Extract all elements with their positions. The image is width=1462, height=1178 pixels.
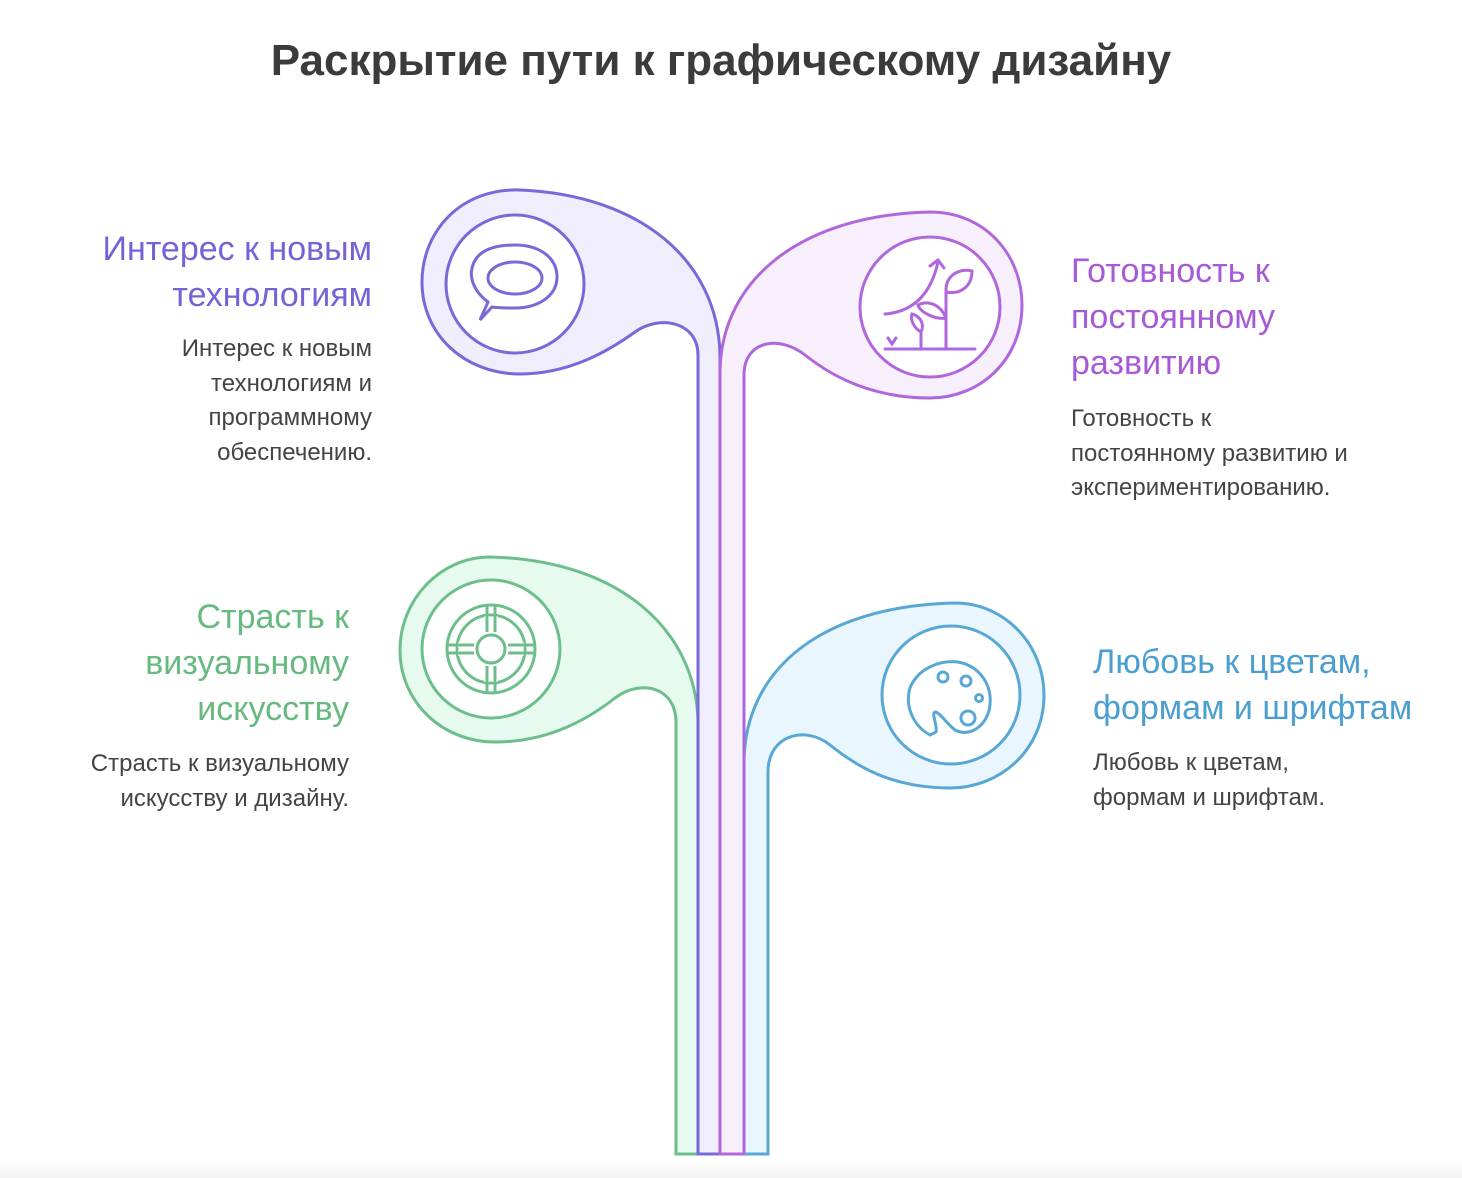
item-body: Любовь к цветам, формам и шрифтам. — [1093, 746, 1462, 815]
heading-line: технологиям — [172, 276, 372, 314]
body-line: Любовь к цветам, — [1093, 749, 1289, 776]
body-line: программному — [208, 404, 372, 431]
body-line: Страсть к визуальному — [90, 750, 349, 777]
item-heading: Страсть к визуальному искусству — [9, 594, 349, 732]
heading-line: постоянному — [1071, 298, 1276, 336]
item-heading: Готовность к постоянному развитию — [1071, 248, 1451, 386]
body-line: технологиям и — [211, 369, 372, 397]
item-body: Страсть к визуальному искусству и дизайн… — [9, 747, 349, 816]
item-visual-art: Страсть к визуальному искусству Страсть … — [9, 594, 349, 816]
item-body: Интерес к новым технологиям и программно… — [12, 332, 372, 470]
item-heading: Любовь к цветам, формам и шрифтам — [1093, 639, 1462, 731]
item-body: Готовность к постоянному развитию и эксп… — [1071, 402, 1451, 506]
body-line: обеспечению. — [217, 438, 372, 466]
item-development: Готовность к постоянному развитию Готовн… — [1071, 248, 1451, 506]
heading-line: визуальному — [145, 644, 349, 682]
item-new-tech: Интерес к новым технологиям Интерес к но… — [12, 226, 372, 470]
heading-line: Любовь к цветам, — [1093, 643, 1371, 681]
body-line: формам и шрифтам. — [1093, 783, 1325, 811]
bottom-fade — [0, 1160, 1462, 1178]
heading-line: искусству — [197, 690, 349, 728]
item-colors-fonts: Любовь к цветам, формам и шрифтам Любовь… — [1093, 639, 1462, 815]
body-line: Готовность к — [1071, 405, 1212, 432]
heading-line: Страсть к — [196, 598, 349, 636]
speech-bubble-icon — [444, 213, 586, 355]
page-title: Раскрытие пути к графическому дизайну — [270, 36, 1172, 85]
body-line: искусству и дизайну. — [120, 784, 349, 812]
body-line: Интерес к новым — [181, 335, 372, 362]
growth-plant-icon — [858, 235, 1002, 379]
heading-line: развитию — [1071, 344, 1222, 382]
body-line: экспериментированию. — [1071, 474, 1331, 501]
body-line: постоянному развитию и — [1071, 439, 1348, 467]
heading-line: Готовность к — [1071, 252, 1270, 290]
heading-line: Интерес к новым — [102, 230, 372, 268]
heading-line: формам и шрифтам — [1093, 689, 1413, 727]
maze-target-icon — [420, 578, 562, 720]
palette-icon — [880, 624, 1022, 766]
item-heading: Интерес к новым технологиям — [12, 226, 372, 318]
